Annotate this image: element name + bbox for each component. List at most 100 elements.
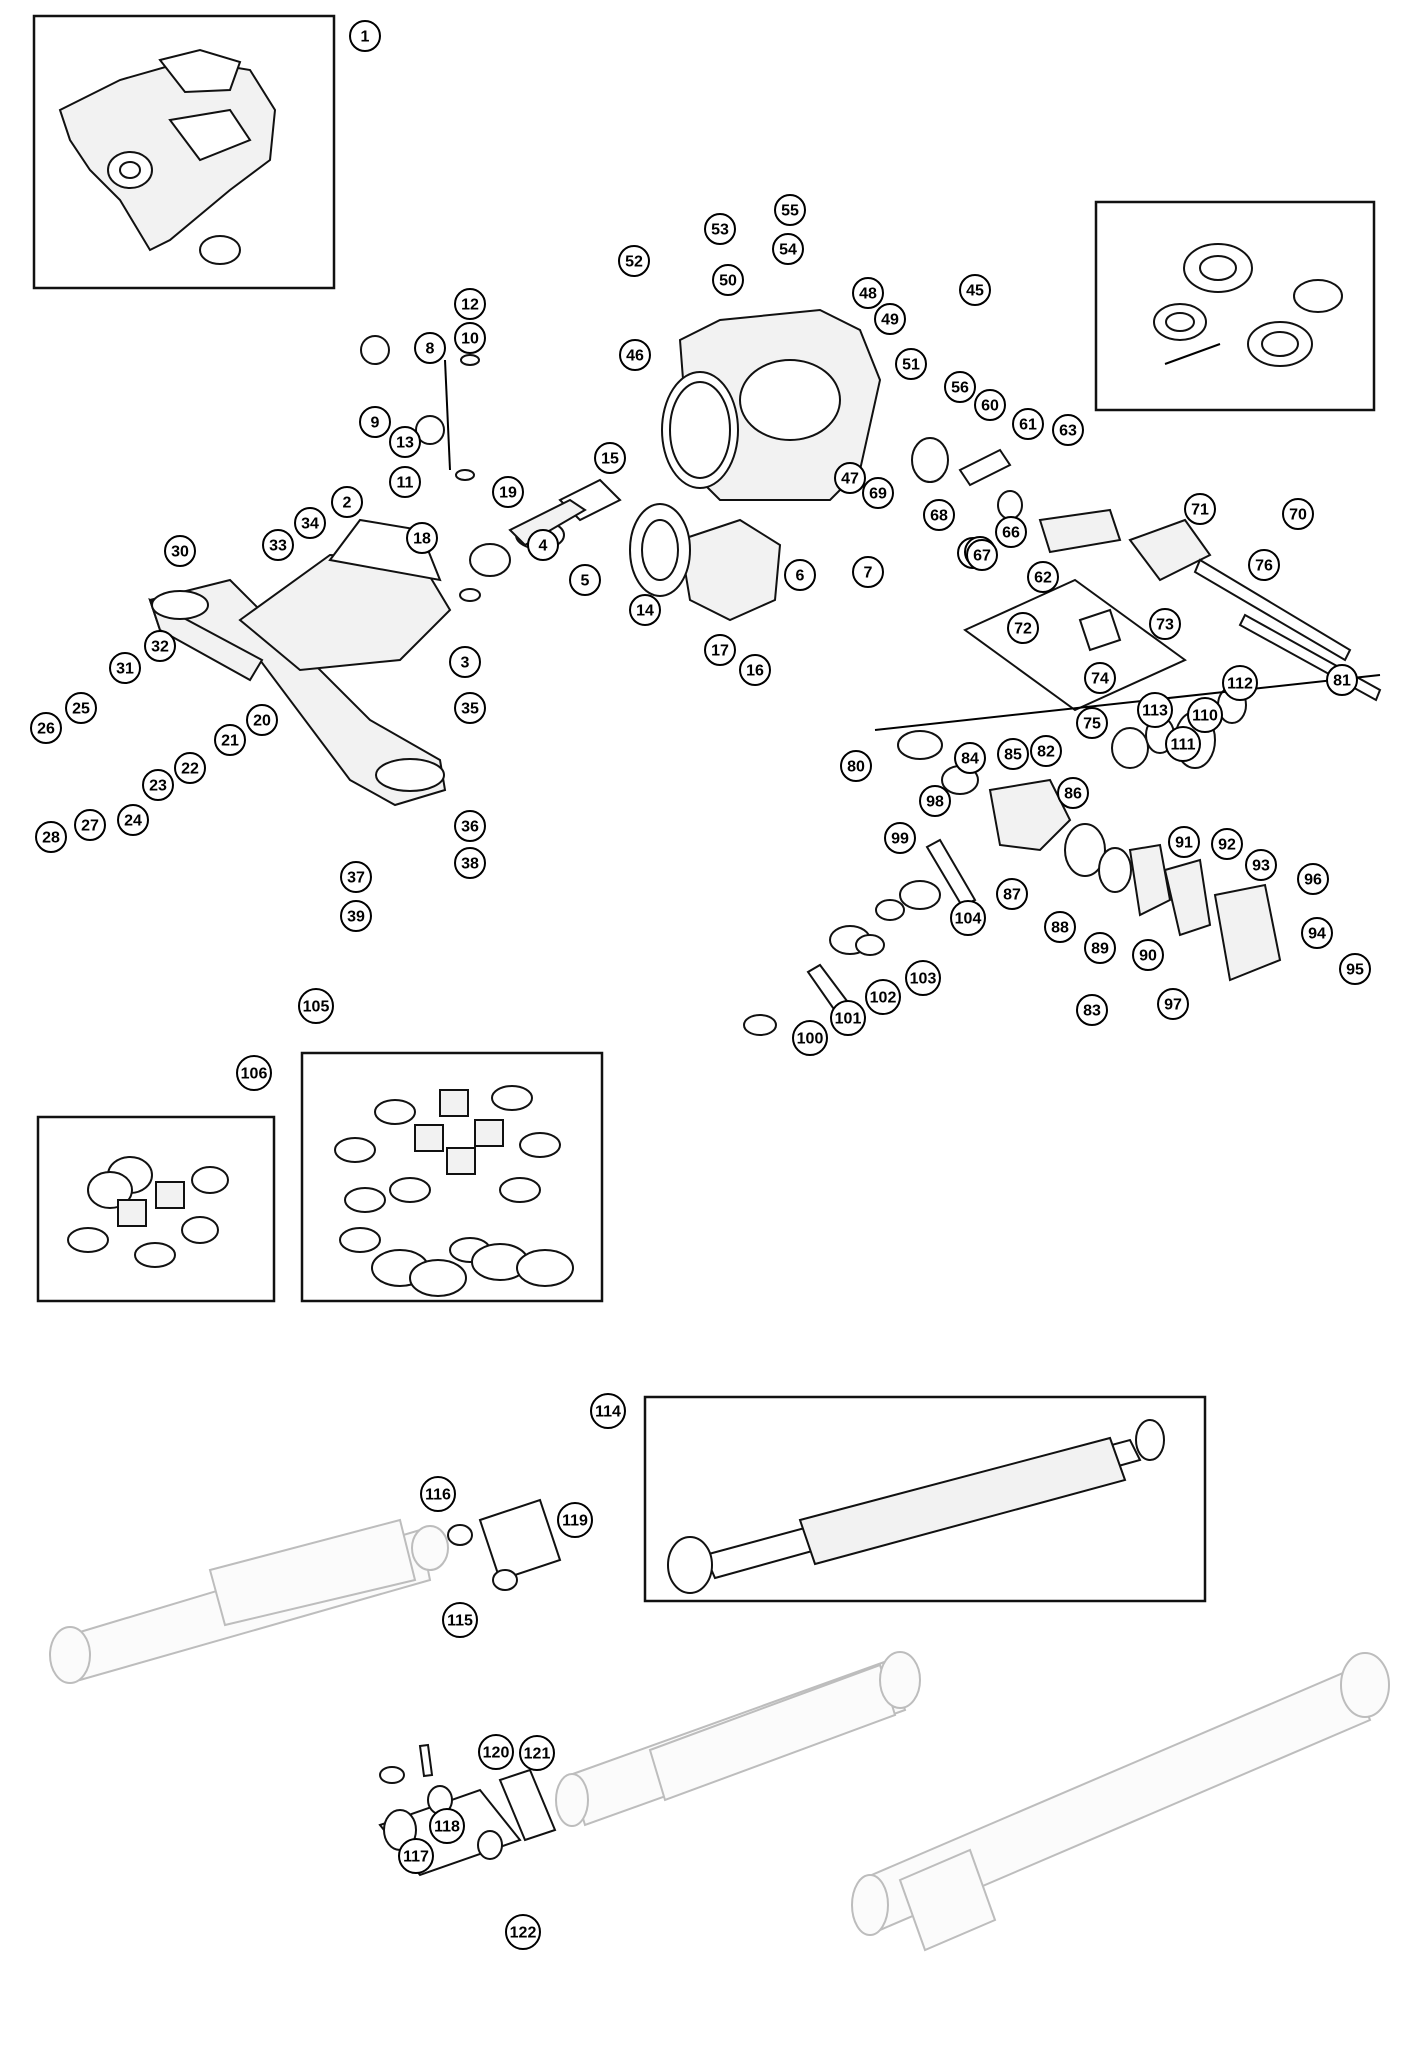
callout-circle: [1222, 665, 1258, 701]
callout-13: 13: [389, 426, 421, 458]
callout-circle: [557, 1502, 593, 1538]
callout-47: 47: [834, 462, 866, 494]
callout-69: 69: [862, 477, 894, 509]
callout-93: 93: [1245, 849, 1277, 881]
callout-circle: [442, 1602, 478, 1638]
callout-circle: [1076, 707, 1108, 739]
callout-8: 8: [414, 332, 446, 364]
callout-56: 56: [944, 371, 976, 403]
callout-label: 69: [869, 486, 887, 503]
callout-circle: [65, 692, 97, 724]
callout-circle: [618, 245, 650, 277]
callout-label: 85: [1004, 747, 1022, 764]
callout-99: 99: [884, 822, 916, 854]
callout-label: 75: [1083, 716, 1101, 733]
callout-label: 67: [973, 548, 991, 565]
callout-circle: [830, 1000, 866, 1036]
callout-circle: [30, 712, 62, 744]
callout-117: 117: [398, 1838, 434, 1874]
callout-label: 11: [397, 475, 414, 492]
propshaft-front: [49, 1498, 562, 1684]
callout-label: 81: [1333, 673, 1351, 690]
callout-circle: [454, 692, 486, 724]
callout-68: 68: [923, 499, 955, 531]
callout-102: 102: [865, 979, 901, 1015]
callout-circle: [398, 1838, 434, 1874]
callout-circle: [406, 522, 438, 554]
callout-7: 7: [852, 556, 884, 588]
callout-26: 26: [30, 712, 62, 744]
callout-circle: [1211, 828, 1243, 860]
callout-label: 90: [1139, 948, 1157, 965]
callout-label: 74: [1091, 671, 1109, 688]
callout-30: 30: [164, 535, 196, 567]
callout-circle: [919, 785, 951, 817]
callout-circle: [478, 1734, 514, 1770]
callout-label: 122: [510, 1925, 537, 1942]
callout-circle: [144, 630, 176, 662]
callout-circle: [164, 535, 196, 567]
callout-label: 15: [601, 451, 619, 468]
propshaft-rear: [851, 1652, 1390, 1952]
callout-label: 2: [343, 495, 352, 512]
callout-label: 105: [303, 999, 330, 1016]
callout-66: 66: [995, 516, 1027, 548]
callout-label: 22: [181, 761, 199, 778]
callout-label: 111: [1171, 737, 1196, 754]
inset-box-bush-kit-large: [300, 1051, 604, 1303]
callout-circle: [895, 348, 927, 380]
callout-88: 88: [1044, 911, 1076, 943]
callout-67: 67: [966, 539, 998, 571]
callout-circle: [629, 594, 661, 626]
callout-63: 63: [1052, 414, 1084, 446]
callout-circle: [1297, 863, 1329, 895]
callout-label: 5: [581, 573, 590, 590]
callout-circle: [1282, 498, 1314, 530]
callout-circle: [1132, 939, 1164, 971]
callout-circle: [1326, 664, 1358, 696]
callout-label: 23: [149, 778, 167, 795]
callout-label: 54: [779, 242, 797, 259]
callout-label: 104: [955, 911, 982, 928]
callout-circle: [974, 389, 1006, 421]
callout-label: 92: [1218, 837, 1236, 854]
callout-circle: [950, 900, 986, 936]
callout-circle: [492, 476, 524, 508]
callout-50: 50: [712, 264, 744, 296]
callout-24: 24: [117, 804, 149, 836]
callout-label: 99: [891, 831, 909, 848]
callout-label: 72: [1014, 621, 1032, 638]
callout-label: 117: [403, 1849, 429, 1866]
callout-circle: [995, 516, 1027, 548]
callout-103: 103: [905, 960, 941, 996]
callout-label: 120: [483, 1745, 510, 1762]
callout-circle: [1301, 917, 1333, 949]
callout-circle: [340, 900, 372, 932]
callout-label: 18: [413, 531, 431, 548]
callout-113: 113: [1137, 692, 1173, 728]
callout-label: 66: [1002, 525, 1020, 542]
rear-crossmember: [148, 518, 452, 807]
callout-76: 76: [1248, 549, 1280, 581]
callout-circle: [35, 821, 67, 853]
callout-circle: [590, 1393, 626, 1429]
callout-label: 60: [981, 398, 999, 415]
callout-label: 25: [72, 701, 90, 718]
callout-circle: [1044, 911, 1076, 943]
callout-48: 48: [852, 277, 884, 309]
callout-circle: [1057, 777, 1089, 809]
callout-circle: [1149, 608, 1181, 640]
callout-label: 37: [347, 870, 365, 887]
hub-assembly-parts: [743, 674, 1381, 1036]
callout-circle: [884, 822, 916, 854]
callout-circle: [1184, 493, 1216, 525]
callout-circle: [784, 559, 816, 591]
callout-35: 35: [454, 692, 486, 724]
callout-circle: [294, 507, 326, 539]
callout-label: 19: [499, 485, 517, 502]
callout-label: 39: [347, 909, 365, 926]
callout-circle: [1012, 408, 1044, 440]
callout-38: 38: [454, 847, 486, 879]
callout-73: 73: [1149, 608, 1181, 640]
callout-94: 94: [1301, 917, 1333, 949]
